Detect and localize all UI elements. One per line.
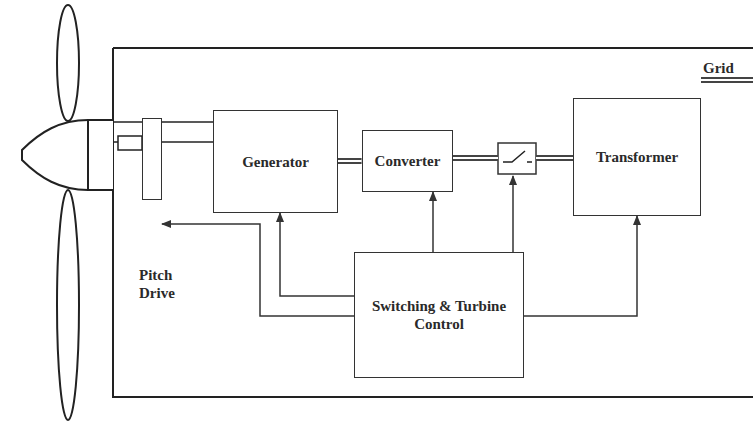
rotor-blade — [57, 5, 79, 121]
generator-box: Generator — [213, 110, 338, 213]
shaft — [113, 121, 213, 123]
converter-box: Converter — [362, 130, 454, 192]
control-wire — [524, 216, 637, 316]
node-label: Pitch Drive — [139, 266, 191, 302]
power-line — [338, 161, 362, 162]
nacelle-housing — [113, 48, 753, 397]
transformer-box: Transformer — [573, 98, 701, 216]
switch-box — [498, 143, 536, 174]
rotor-blade — [57, 190, 79, 420]
control-wire — [162, 224, 354, 316]
node-label: Converter — [369, 152, 447, 170]
control-box: Switching & Turbine Control — [354, 252, 524, 378]
pitch-drive: Pitch Drive — [142, 118, 162, 200]
rotor-hub — [22, 120, 113, 190]
control-wire — [512, 176, 514, 252]
hub-ring — [87, 120, 89, 190]
control-wire — [280, 213, 354, 296]
control-wire — [433, 192, 434, 252]
grid-label: Grid — [703, 60, 734, 77]
node-label: Generator — [236, 153, 315, 171]
switch-symbol — [503, 151, 532, 162]
pitch-rod — [118, 136, 142, 150]
node-label: Switching & Turbine Control — [355, 297, 523, 333]
node-label: Transformer — [590, 148, 684, 166]
